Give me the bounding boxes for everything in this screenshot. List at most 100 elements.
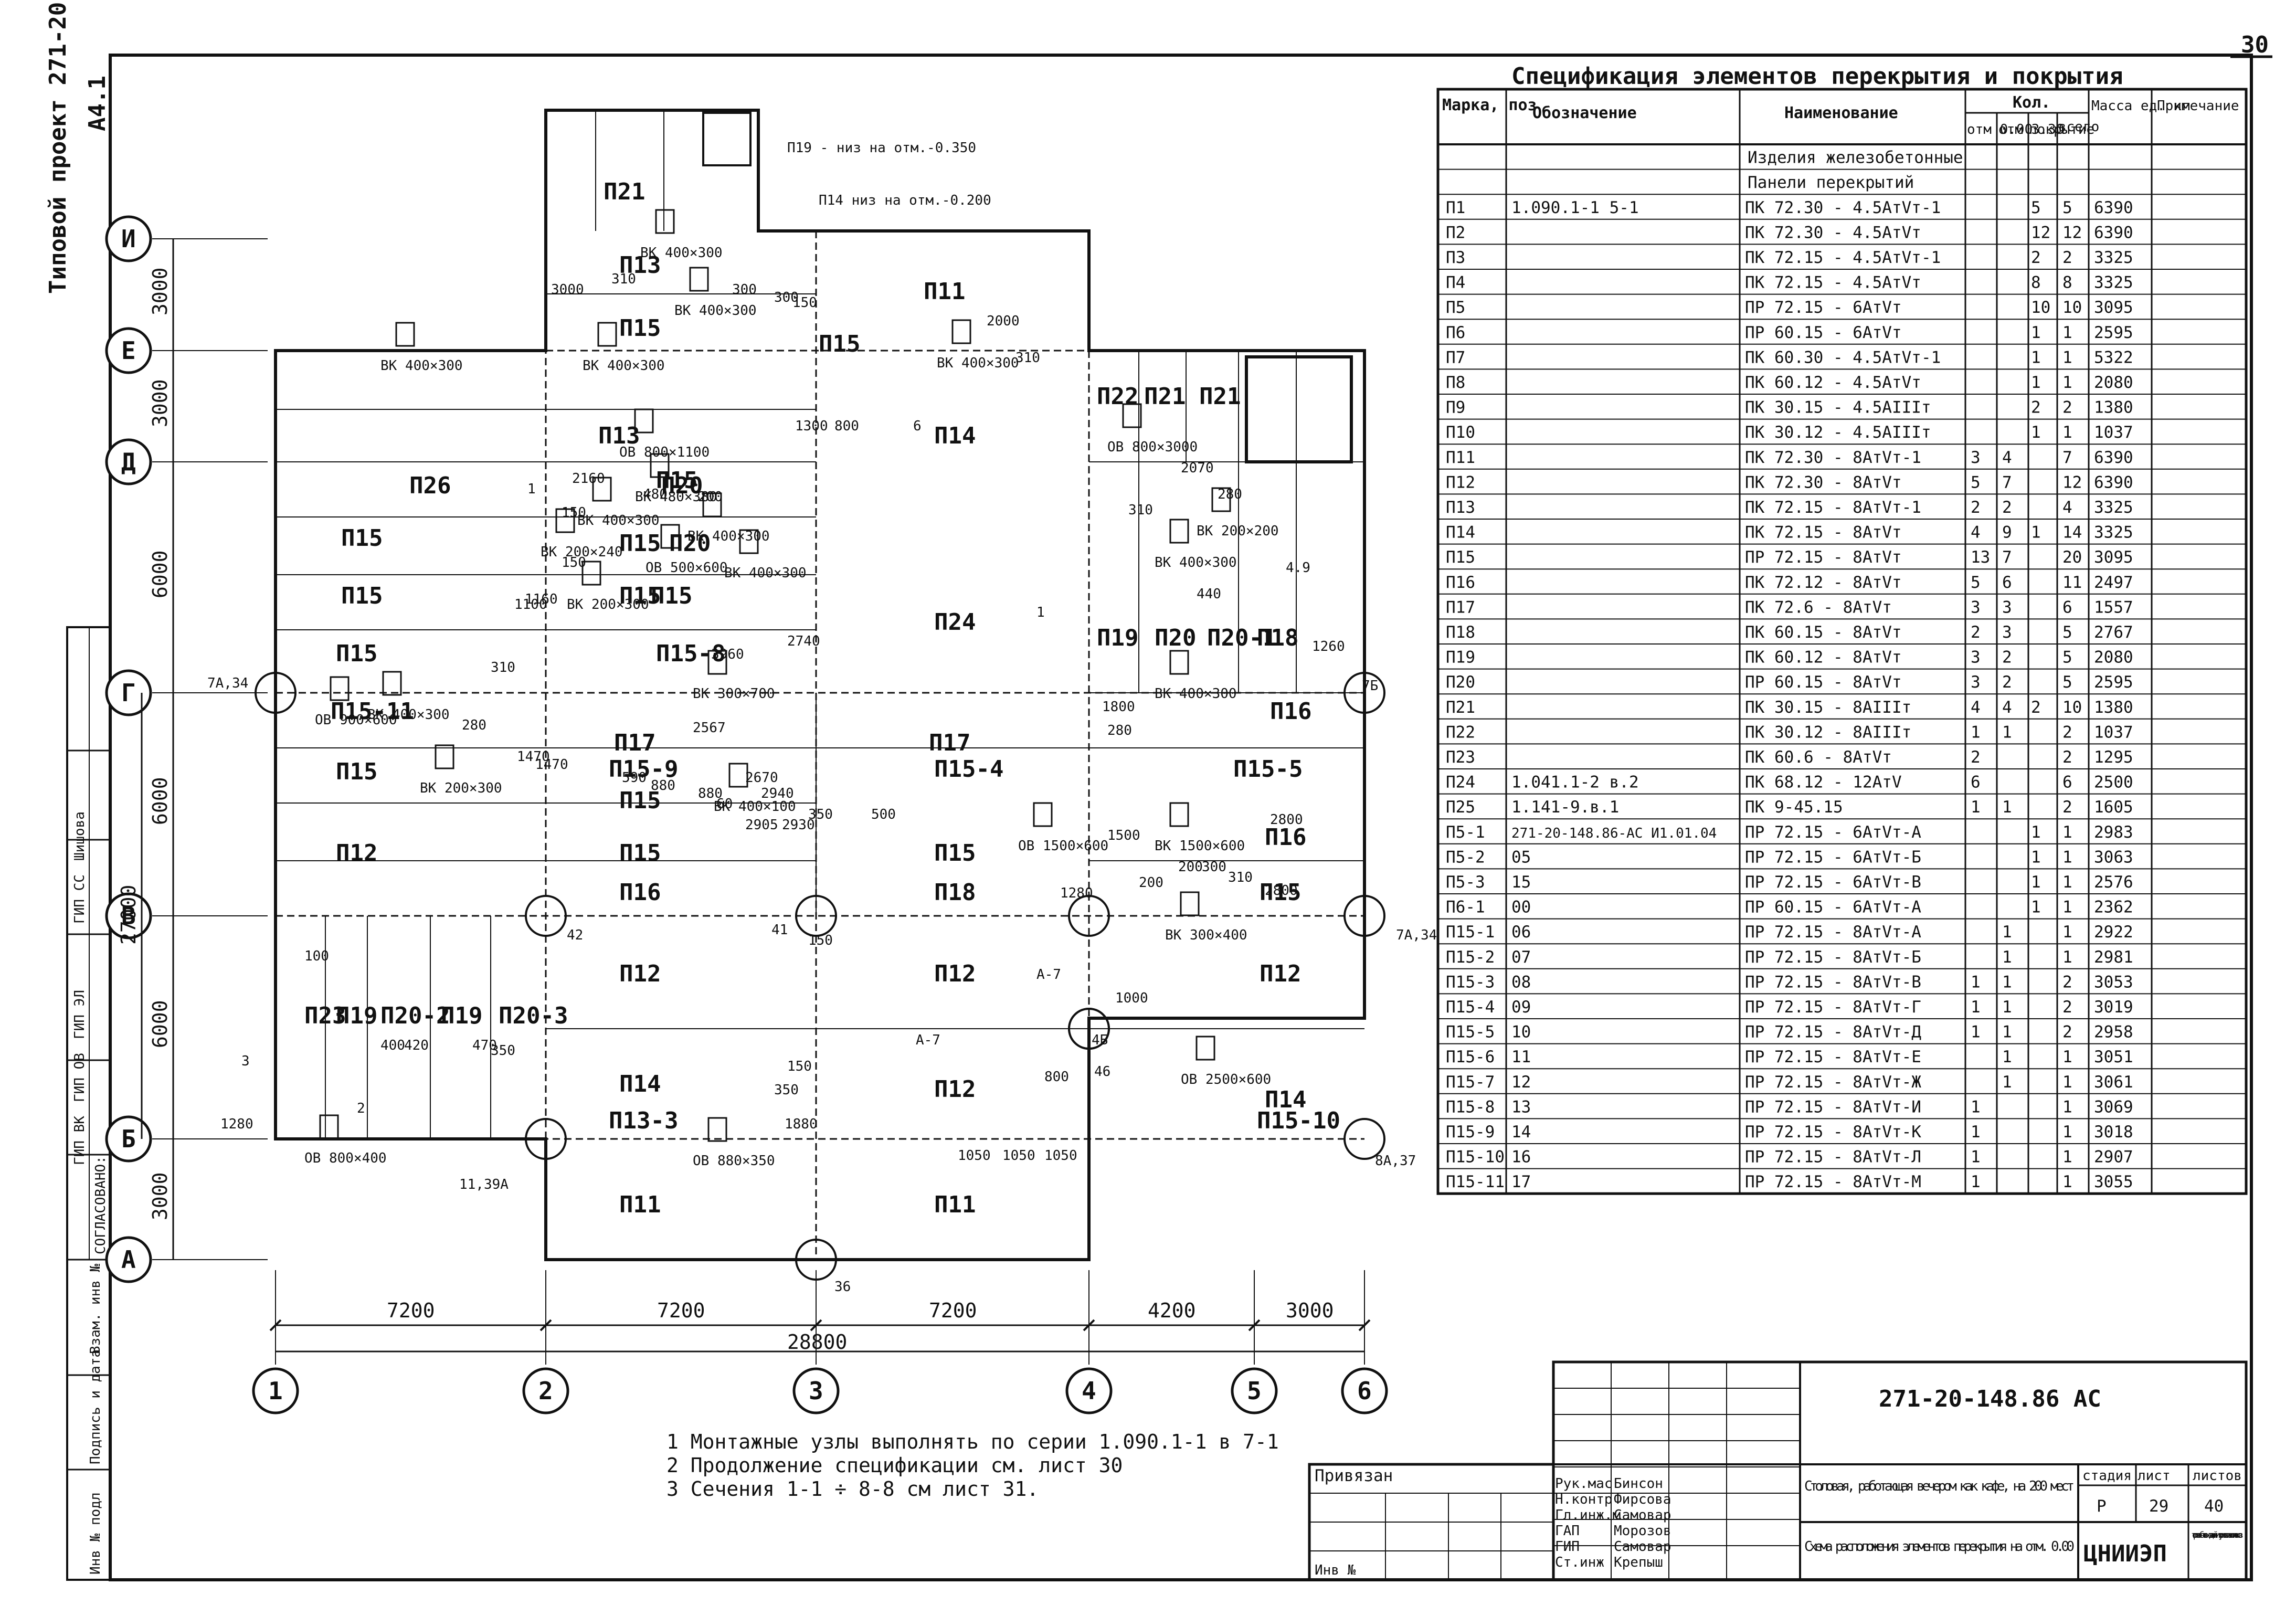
panel-label: П12 [1260,960,1301,987]
node-marker: 42 [567,927,583,943]
dim-left: 6000 [149,1000,172,1048]
spec-cell: П15-9 [1446,1123,1495,1142]
panel-label: П15-9 [609,756,678,783]
plan-dimension: 280 [462,717,486,733]
spec-cell: 2981 [2094,948,2133,967]
spec-cell: 10 [2062,698,2082,717]
opening-label: ВК 400×300 [640,245,723,261]
panel-label: П12 [619,960,661,987]
opening-label: ОВ 800×400 [304,1150,387,1166]
plan-dimension: 480 [643,487,668,502]
spec-cell: 2 [2031,248,2041,267]
axis-bubble [105,438,152,485]
spec-cell: 20 [2062,548,2082,567]
spec-cell: 1.141-9.в.1 [1511,798,1619,817]
spec-cell: 3 [2002,598,2012,617]
panel-label: П15 [336,758,377,785]
plan-dimension: 1100 [514,597,547,612]
spec-cell: 3 [2002,623,2012,642]
object-name: Столовая, работающая вечером как кафе, н… [1804,1478,2075,1494]
spec-cell: ПК 72.15 - 8АтVт-1 [1745,498,1921,517]
panel-label: П15 [819,331,860,357]
dim-left: 3000 [149,379,172,427]
panel-label: П15 [336,640,377,667]
spec-cell: 3061 [2094,1073,2133,1092]
spec-cell: 3053 [2094,973,2133,991]
spec-cell: 1 [2002,973,2012,991]
spec-cell: ПР 72.15 - 6АтVт-В [1745,873,1921,892]
spec-cell: П15-6 [1446,1048,1495,1066]
node-circle [525,1118,567,1160]
node-circle [795,895,837,937]
panel-label: П15 [341,583,383,609]
panel-label: П19 - низ на отм.-0.350 [787,140,976,156]
panel-label: П15-8 [656,640,725,667]
opening-label: ВК 300×700 [693,686,775,702]
spec-cell: 2767 [2094,623,2133,642]
spec-cell: П3 [1446,248,1465,267]
spec-cell: 1 [2031,898,2041,917]
spec-cell: П25 [1446,798,1475,817]
spec-cell: ПР 72.15 - 8АтVт-А [1745,923,1921,942]
spec-cell: 13 [1511,1097,1531,1116]
opening-mark [382,671,402,696]
approve-row: ГИП ОВ [72,1053,88,1102]
spec-cell: 12 [2062,473,2082,492]
spec-cell: П19 [1446,648,1475,667]
axis-bubble [105,327,152,374]
spec-cell: 1295 [2094,748,2133,767]
spec-cell: 2 [1971,623,1981,642]
spec-group: Изделия железобетонные [1748,149,1963,167]
opening-mark [395,322,415,347]
spec-cell: П7 [1446,348,1465,367]
note-line: 3 Сечения 1-1 ÷ 8-8 см лист 31. [666,1477,1039,1501]
spec-cell: 1 [2062,873,2072,892]
spec-cell: ПР 72.15 - 8АтVт-М [1745,1173,1921,1191]
opening-label: ОВ 900×600 [315,712,397,728]
spec-cell: 9 [2002,523,2012,542]
node-marker: 8А,37 [1375,1153,1416,1169]
spec-cell: 1 [2062,923,2072,942]
spec-cell: 5 [2031,198,2041,217]
approve-label: СОГЛАСОВАНО: [93,1156,109,1254]
dim-left: 3000 [149,267,172,315]
panel-label: П15-4 [934,756,1003,783]
spec-cell: ПР 72.15 - 8АтVт-Б [1745,948,1921,967]
panel-label: П16 [619,879,661,906]
spec-cell: 1 [2002,1023,2012,1042]
spec-cell: ПК 72.15 - 4.5АтVт-1 [1745,248,1941,267]
opening-mark [555,508,575,533]
spec-cell: П15-7 [1446,1073,1495,1092]
spec-cell: 14 [1511,1123,1531,1142]
plan-dimension: 2905 [745,817,778,833]
spec-cell: 3095 [2094,548,2133,567]
opening-label: ВК 200×300 [567,597,649,612]
spec-cell: 3325 [2094,523,2133,542]
node-marker: 1 [527,481,536,497]
dim-bottom: 3000 [1286,1299,1334,1322]
panel-label: П19 [336,1002,377,1029]
spec-header: всего [2058,119,2099,135]
spec-cell: ПК 60.30 - 4.5АтVт-1 [1745,348,1941,367]
role-name: Бинсон [1614,1476,1663,1492]
role-title: Рук.мас [1555,1476,1613,1492]
plan-dimension: 800 [1044,1069,1069,1085]
panel-label: П15 [341,525,383,552]
spec-cell: ПК 60.12 - 8АтVт [1745,648,1902,667]
panel-label: П15 [934,840,976,867]
spec-cell: 3 [1971,648,1981,667]
node-marker: 36 [834,1279,851,1295]
opening-mark [707,650,727,675]
plan-dimension: 1280 [1060,885,1093,901]
opening-mark [1169,650,1189,675]
panel-label: П14 низ на отм.-0.200 [819,193,991,208]
panel-label: П13 [619,252,661,279]
panel-label: П15-5 [1233,756,1303,783]
plan-dimension: 1470 [535,757,568,773]
spec-cell: 11 [2062,573,2082,592]
spec-cell: ПР 60.15 - 8АтVт [1745,673,1902,692]
spec-cell: 1 [1971,798,1981,817]
left-stamp-label: Подпись и дата [88,1349,103,1464]
opening-label: ВК 400×300 [1155,555,1237,571]
